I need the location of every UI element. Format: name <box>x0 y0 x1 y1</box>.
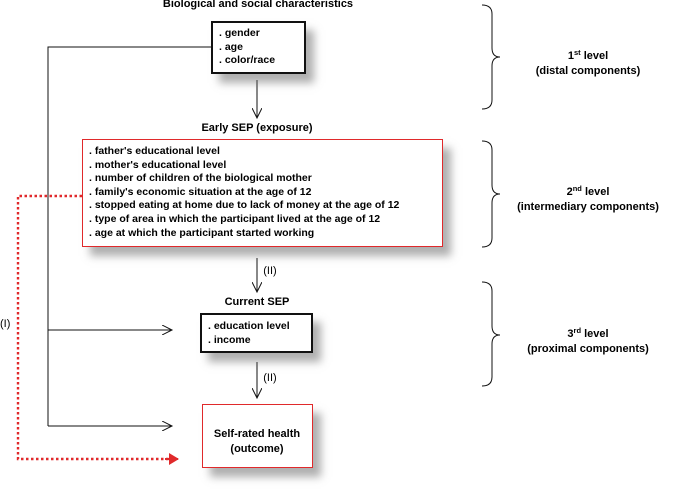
path-label-i: (I) <box>0 318 11 330</box>
level-1-desc: (distal components) <box>535 65 641 77</box>
top-item: . age <box>219 40 243 53</box>
path-label-ii-lower: (II) <box>263 372 277 384</box>
biological-social-box: . gender . age . color/race <box>211 21 306 74</box>
red-direct-path <box>16 194 170 461</box>
level-1-label: 1st level (distal components) <box>508 49 668 79</box>
top-box-title: Biological and social characteristics <box>162 0 354 10</box>
early-item: . number of children of the biological m… <box>89 172 312 185</box>
early-item: . father's educational level <box>89 145 220 157</box>
early-sep-title: Early SEP (exposure) <box>201 122 313 134</box>
direct-path-line <box>47 46 211 426</box>
level-3-label: 3rd level (proximal components) <box>508 327 668 357</box>
current-item: . income <box>208 333 251 346</box>
outcome-sublabel: (outcome) <box>230 443 284 455</box>
early-item: . age at which the participant started w… <box>89 226 315 239</box>
top-item: . color/race <box>219 54 276 67</box>
outcome-box: Self-rated health (outcome) <box>202 404 313 468</box>
outcome-label: Self-rated health <box>213 428 301 440</box>
level-2-label: 2nd level (intermediary components) <box>508 185 668 215</box>
early-item: . mother's educational level <box>89 158 227 171</box>
brace-level-2 <box>481 140 501 248</box>
current-sep-box: . education level . income <box>200 313 313 353</box>
early-item: . type of area in which the participant … <box>89 212 381 225</box>
brace-level-1 <box>481 4 501 110</box>
level-2-desc: (intermediary components) <box>517 201 659 213</box>
early-sep-box: . father's educational level . mother's … <box>82 139 443 247</box>
brace-level-3 <box>481 281 501 387</box>
path-label-ii-upper: (II) <box>263 265 277 277</box>
level-3-desc: (proximal components) <box>527 343 649 355</box>
early-item: . stopped eating at home due to lack of … <box>89 199 400 212</box>
current-sep-title: Current SEP <box>224 296 290 308</box>
early-item: . family's economic situation at the age… <box>89 185 312 198</box>
top-item: . gender <box>219 27 260 39</box>
current-item: . education level <box>208 320 290 332</box>
